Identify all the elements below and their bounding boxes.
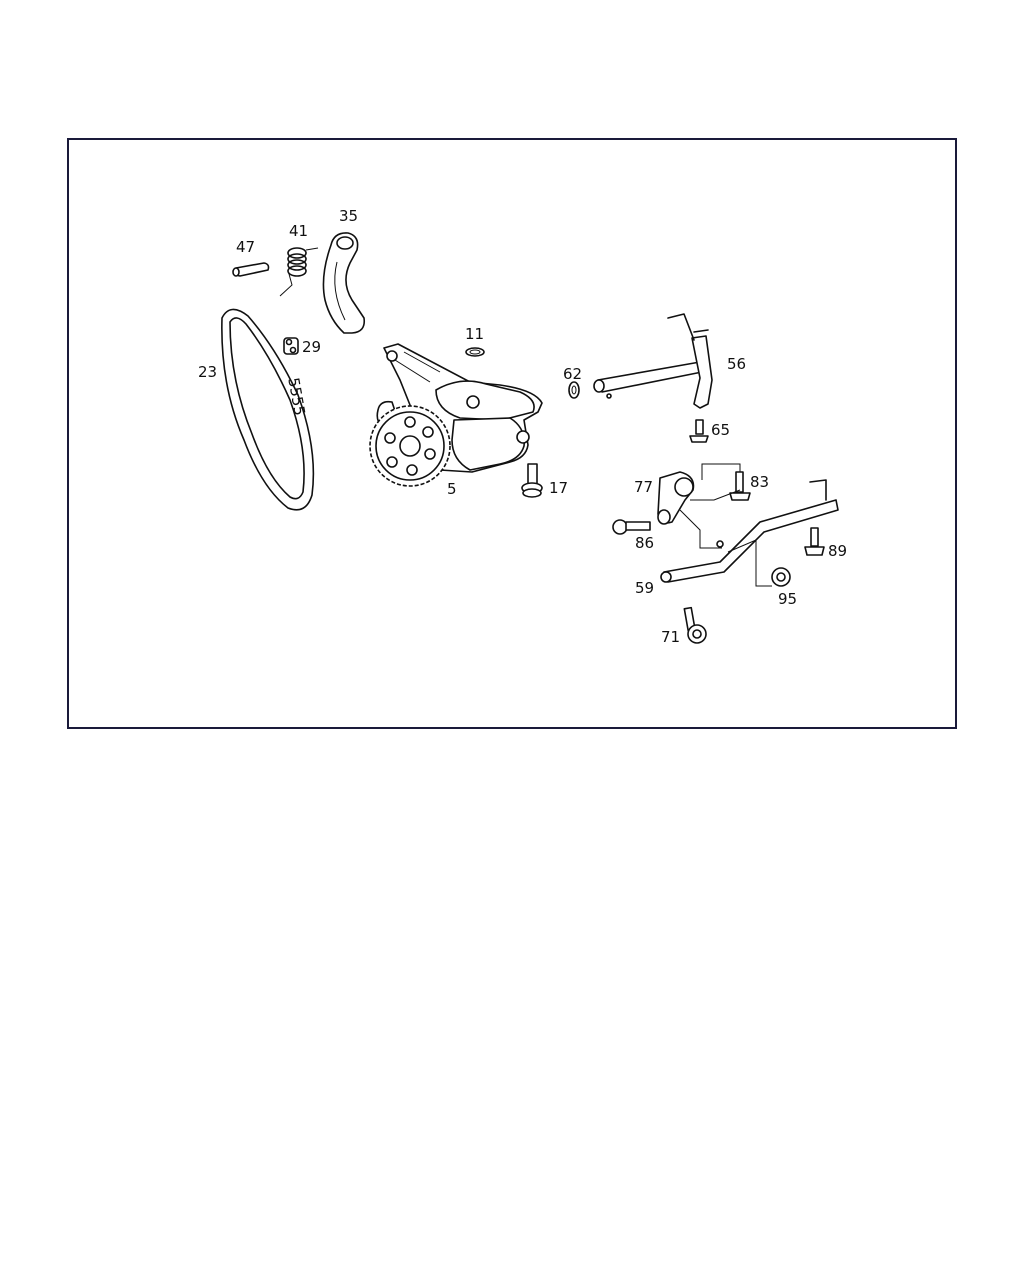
leader-lines [679, 463, 772, 587]
sprocket [369, 405, 451, 487]
part-65-bolt [689, 419, 709, 443]
label-86: 86 [635, 534, 654, 552]
part-59-oil-pipe [660, 479, 839, 583]
part-71-bolt [683, 606, 707, 644]
part-11-o-ring [465, 347, 485, 357]
label-35: 35 [339, 207, 358, 225]
part-56-suction-pipe [593, 313, 713, 409]
label-65: 65 [711, 421, 730, 439]
label-83: 83 [750, 473, 769, 491]
part-95-nut [771, 567, 791, 587]
part-89-bolt [804, 527, 825, 556]
label-56: 56 [727, 355, 746, 373]
part-47-pin [232, 262, 270, 277]
label-5: 5 [447, 480, 457, 498]
label-17: 17 [549, 479, 568, 497]
part-77-bracket [657, 471, 695, 525]
label-23: 23 [198, 363, 217, 381]
part-23-chain: 5555 [221, 308, 315, 511]
part-5-oil-pump [369, 343, 543, 487]
part-41-spring [279, 247, 319, 297]
label-11: 11 [465, 325, 484, 343]
label-47: 47 [236, 238, 255, 256]
label-77: 77 [634, 478, 653, 496]
part-62-seal-ring [568, 381, 580, 399]
label-41: 41 [289, 222, 308, 240]
label-95: 95 [778, 590, 797, 608]
part-labels: 5 11 17 23 29 35 41 47 56 59 62 65 71 77… [198, 207, 847, 646]
part-29-link [283, 337, 299, 355]
label-29: 29 [302, 338, 321, 356]
part-86-bolt [612, 519, 651, 535]
part-35-tensioner-arm [322, 232, 366, 334]
chain-link-marks: 5555 [284, 376, 308, 417]
part-83-bolt [729, 471, 751, 501]
label-62: 62 [563, 365, 582, 383]
part-17-bolt [521, 463, 543, 498]
label-89: 89 [828, 542, 847, 560]
label-71: 71 [661, 628, 680, 646]
label-59: 59 [635, 579, 654, 597]
